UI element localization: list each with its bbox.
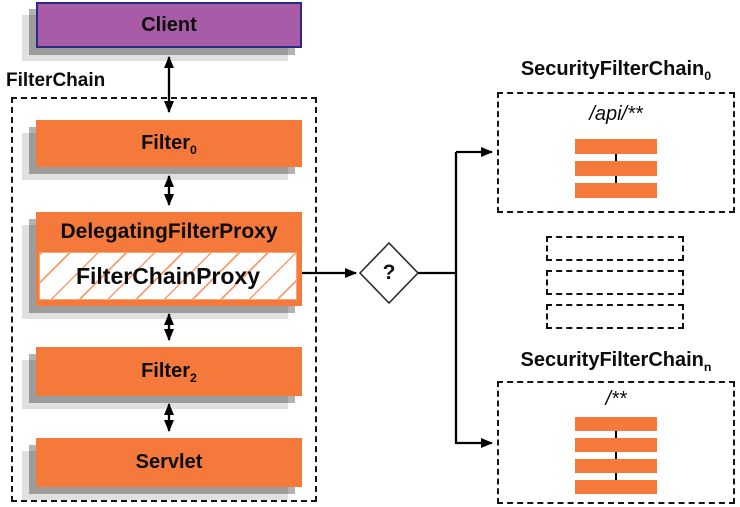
filter-bar — [575, 417, 657, 431]
servlet-box: Servlet — [36, 438, 302, 487]
client-box: Client — [36, 2, 302, 48]
filter-bar — [575, 459, 657, 473]
security-filter-chain-0-box: /api/** — [497, 92, 735, 213]
filter-bar — [575, 183, 657, 198]
filterchain-dashed-box — [11, 97, 317, 502]
filter-bar — [575, 161, 657, 176]
filter-chain-proxy-box: FilterChainProxy — [39, 252, 297, 300]
filterchain-title: FilterChain — [6, 70, 106, 91]
ellipsis-box — [546, 304, 684, 329]
url-pattern-label: /api/** — [589, 103, 643, 125]
security-filter-chain-0-title: SecurityFilterChain0 — [520, 58, 712, 83]
delegating-filter-proxy-box: DelegatingFilterProxy FilterChainProxy — [36, 212, 302, 306]
filter-bar — [575, 139, 657, 154]
security-filter-chain-n-box: /** — [497, 381, 735, 504]
url-pattern-label: /** — [605, 388, 627, 410]
filter-bars — [575, 417, 657, 501]
filter-chain-proxy-label: FilterChainProxy — [75, 262, 261, 289]
delegating-filter-proxy-label: DelegatingFilterProxy — [60, 220, 278, 243]
client-label: Client — [141, 13, 197, 36]
filter-bars — [575, 139, 657, 205]
servlet-label: Servlet — [135, 451, 203, 473]
filter0-box: Filter0 — [36, 120, 302, 167]
filter-bar — [575, 438, 657, 452]
filter0-label: Filter0 — [141, 132, 197, 157]
decision-question-label: ? — [382, 261, 396, 284]
ellipsis-box — [546, 270, 684, 295]
filter-bar — [575, 480, 657, 494]
security-filter-chain-n-title: SecurityFilterChainn — [520, 349, 712, 374]
more-chains-ellipsis — [546, 236, 684, 329]
filter2-label: Filter2 — [141, 360, 197, 385]
filter2-box: Filter2 — [36, 347, 302, 396]
ellipsis-box — [546, 236, 684, 261]
